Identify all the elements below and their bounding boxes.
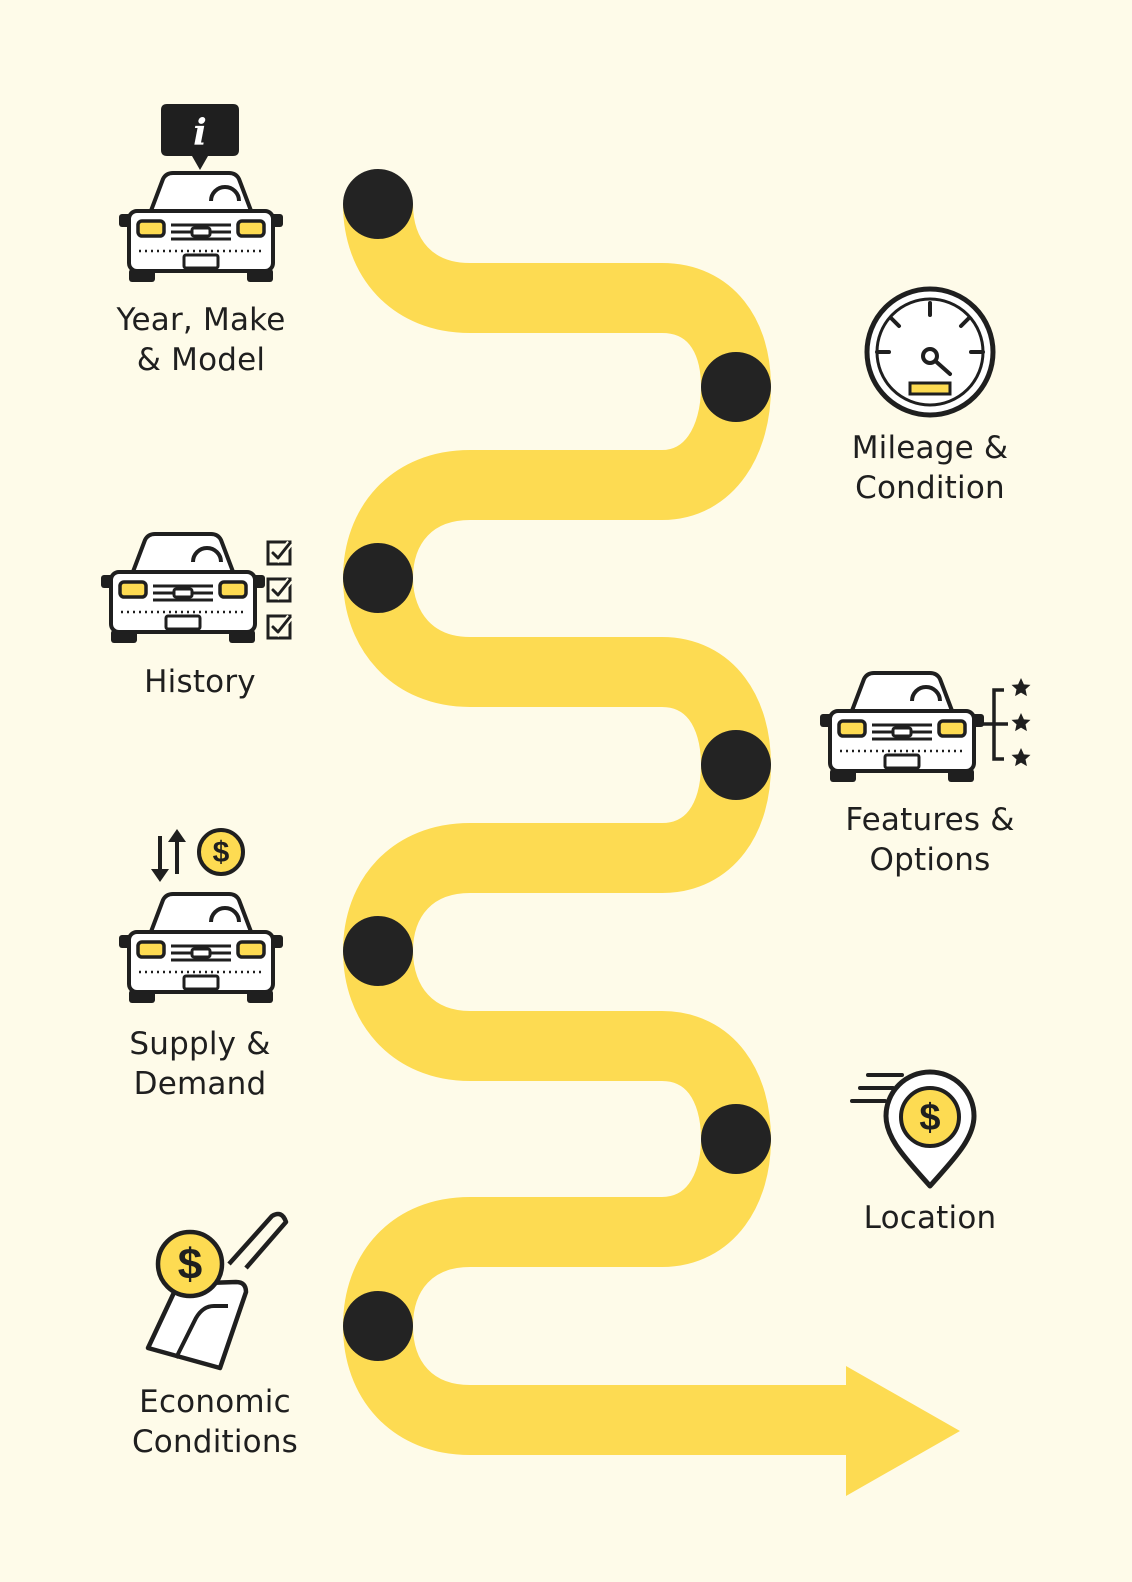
location-dollar-icon: $ bbox=[850, 1069, 977, 1189]
fuel-dollar-icon: $ bbox=[145, 1211, 289, 1371]
car-info-icon: i bbox=[117, 104, 285, 284]
milestone-node bbox=[701, 730, 771, 800]
road-arrow-head bbox=[846, 1366, 960, 1496]
milestone-node bbox=[701, 352, 771, 422]
milestone-node bbox=[343, 543, 413, 613]
milestone-node bbox=[343, 1291, 413, 1361]
factor-label-economic-conditions: Economic Conditions bbox=[131, 1384, 299, 1460]
winding-road bbox=[342, 202, 850, 1455]
car-checklist-icon bbox=[99, 532, 290, 645]
car-stars-icon bbox=[818, 671, 1031, 784]
milestone-node bbox=[701, 1104, 771, 1174]
svg-text:i: i bbox=[193, 112, 207, 154]
speedometer-icon bbox=[864, 286, 996, 418]
factor-label-features-options: Features & Options bbox=[845, 802, 1015, 878]
milestone-node bbox=[343, 916, 413, 986]
milestone-node bbox=[343, 169, 413, 239]
factor-label-mileage-condition: Mileage & Condition bbox=[851, 430, 1009, 506]
car-supply-icon bbox=[117, 828, 285, 1005]
factor-label-year-make-model: Year, Make & Model bbox=[116, 302, 286, 378]
factor-label-supply-demand: Supply & Demand bbox=[129, 1026, 271, 1102]
svg-text:$: $ bbox=[919, 1097, 940, 1139]
factor-label-location: Location bbox=[863, 1200, 997, 1236]
svg-text:$: $ bbox=[178, 1240, 202, 1289]
factor-label-history: History bbox=[144, 664, 256, 700]
